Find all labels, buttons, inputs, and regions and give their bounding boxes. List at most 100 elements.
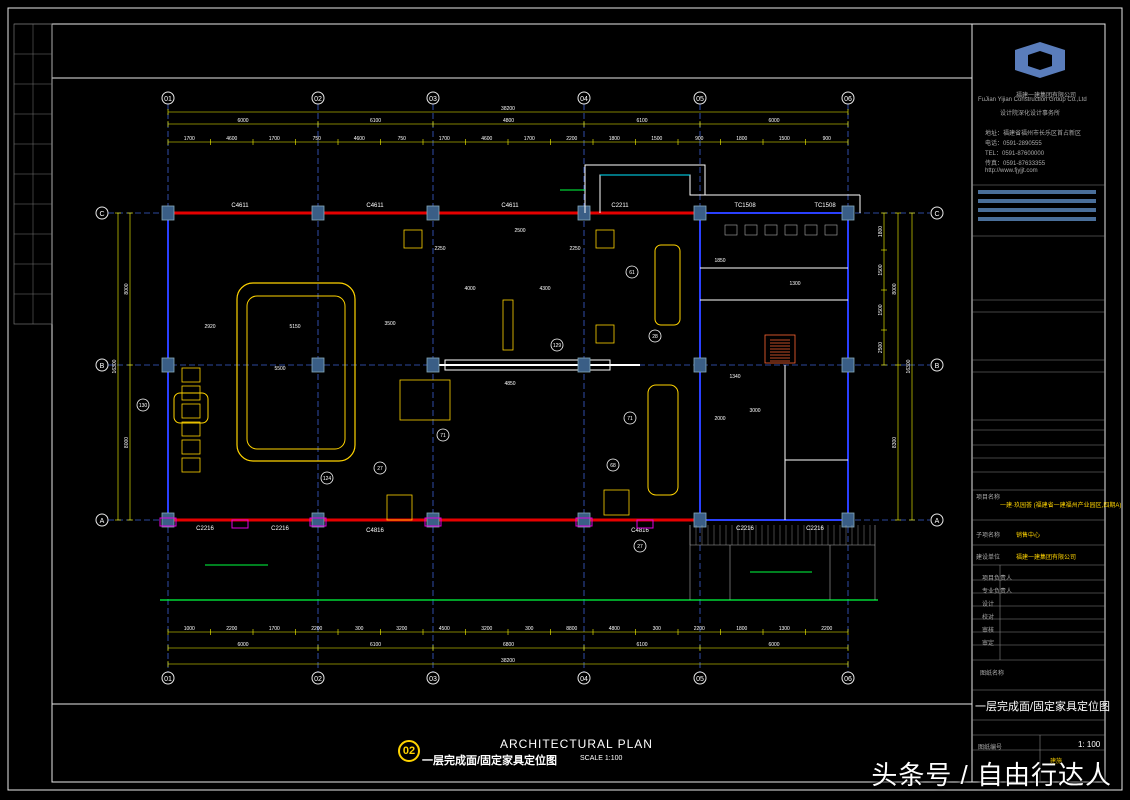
detail-tag-number: 130 bbox=[139, 403, 148, 409]
dim-right-small-label: 1800 bbox=[878, 226, 884, 237]
dim-top-secondary-label: 4600 bbox=[481, 136, 492, 142]
grid-label-bottom: 01 bbox=[164, 676, 172, 683]
display-unit bbox=[181, 439, 201, 455]
wc-fixture bbox=[824, 224, 838, 236]
grid-label-right: A bbox=[935, 518, 940, 525]
structural-column bbox=[426, 357, 440, 373]
detail-tag-circle bbox=[373, 461, 387, 475]
room-dimension: 5150 bbox=[289, 324, 300, 330]
grid-label-top: 05 bbox=[696, 96, 704, 103]
sub-project-value: 销售中心 bbox=[1016, 533, 1041, 539]
dim-left-total-label: 16300 bbox=[112, 359, 118, 373]
dim-top-secondary-label: 4600 bbox=[226, 136, 237, 142]
stair-outline bbox=[764, 334, 796, 364]
outer-frame bbox=[7, 7, 1123, 791]
detail-tag-circle bbox=[136, 398, 150, 412]
drawing-scale: SCALE 1:100 bbox=[580, 755, 623, 762]
sofa-east bbox=[654, 244, 681, 326]
large-table-inner bbox=[246, 295, 346, 450]
client-value: 福建一建集团有限公司 bbox=[1016, 555, 1077, 561]
structural-column bbox=[693, 357, 707, 373]
dim-bottom-secondary-label: 2200 bbox=[694, 626, 705, 632]
tb-row-2: 专业负责人 bbox=[982, 589, 1013, 595]
dim-bottom-primary-label: 6100 bbox=[370, 642, 381, 648]
grid-bubble-right bbox=[930, 358, 944, 372]
display-unit bbox=[181, 367, 201, 383]
grid-bubble-bottom bbox=[426, 671, 440, 685]
dim-bottom-secondary-label: 1700 bbox=[269, 626, 280, 632]
opening-label-bottom: C2216 bbox=[736, 526, 754, 532]
interior-beam bbox=[444, 359, 611, 371]
wc-fixture bbox=[724, 224, 738, 236]
opening-label-bottom: C4816 bbox=[631, 528, 649, 534]
tb-row-6: 审定 bbox=[982, 641, 995, 647]
dim-bottom-secondary-label: 4500 bbox=[439, 626, 450, 632]
contact-line-2: 电话：0591-2890555 bbox=[985, 141, 1042, 147]
detail-tag-number: 28 bbox=[652, 334, 658, 340]
dim-top-secondary-label: 900 bbox=[695, 136, 704, 142]
dim-top-primary-label: 6000 bbox=[237, 118, 248, 124]
dim-top-primary-label: 4800 bbox=[503, 118, 514, 124]
structural-column bbox=[577, 205, 591, 221]
project-label: 项目名称 bbox=[976, 495, 1001, 501]
dim-top-secondary-label: 750 bbox=[313, 136, 322, 142]
display-focus bbox=[173, 392, 209, 424]
structural-column bbox=[426, 512, 440, 528]
contact-line-5: http://www.fjyjjt.com bbox=[985, 168, 1038, 174]
dim-left-parts-label: 8000 bbox=[124, 437, 130, 448]
grid-bubble-top bbox=[311, 91, 325, 105]
room-dimension: 3500 bbox=[384, 321, 395, 327]
title-block-scale: 1: 100 bbox=[1078, 740, 1101, 749]
sofa-long bbox=[647, 384, 679, 496]
sheet-label: 图纸编号 bbox=[978, 745, 1003, 751]
display-stand bbox=[502, 299, 514, 351]
detail-tag-circle bbox=[606, 458, 620, 472]
dim-top-primary-label: 6100 bbox=[370, 118, 381, 124]
window-marker bbox=[575, 517, 593, 527]
dim-bottom-secondary-label: 2200 bbox=[311, 626, 322, 632]
detail-tag-number: 27 bbox=[637, 544, 643, 550]
design-dept: 设计院深化设计事务所 bbox=[1000, 111, 1061, 117]
client-label: 建设单位 bbox=[976, 555, 1001, 561]
dim-top-secondary-label: 750 bbox=[398, 136, 407, 142]
structural-column bbox=[311, 357, 325, 373]
sub-project-label: 子项名称 bbox=[976, 533, 1001, 539]
dim-right-total-label: 16300 bbox=[906, 359, 912, 373]
grid-bubble-bottom bbox=[311, 671, 325, 685]
title-block-bar bbox=[978, 199, 1096, 203]
grid-label-left: B bbox=[100, 363, 105, 370]
dim-bottom-primary-label: 6000 bbox=[237, 642, 248, 648]
display-unit bbox=[181, 403, 201, 419]
dim-top-secondary-label: 1800 bbox=[609, 136, 620, 142]
window-marker bbox=[636, 519, 654, 529]
room-dimension: 1850 bbox=[714, 258, 725, 264]
grid-label-top: 02 bbox=[314, 96, 322, 103]
dim-top-secondary-label: 4600 bbox=[354, 136, 365, 142]
room-dimension: 2000 bbox=[714, 416, 725, 422]
opening-label-top: TC1508 bbox=[734, 203, 756, 209]
room-dimension: 4300 bbox=[539, 286, 550, 292]
room-dimension: 2250 bbox=[569, 246, 580, 252]
dim-bottom-primary-label: 6800 bbox=[503, 642, 514, 648]
grid-bubble-top bbox=[693, 91, 707, 105]
detail-tag-number: 124 bbox=[323, 476, 332, 482]
tb-row-5: 审核 bbox=[982, 628, 995, 634]
dim-top-secondary-label: 1700 bbox=[439, 136, 450, 142]
dim-bottom-secondary-label: 3200 bbox=[396, 626, 407, 632]
room-dimension: 2250 bbox=[434, 246, 445, 252]
grid-label-top: 06 bbox=[844, 96, 852, 103]
wc-fixture bbox=[784, 224, 798, 236]
dim-right-parts-label: 8300 bbox=[892, 437, 898, 448]
sheet-number-circle: 02 bbox=[398, 740, 420, 762]
dim-bottom-secondary-label: 1000 bbox=[184, 626, 195, 632]
contact-line-1: 地址：福建省福州市长乐区首占新区 bbox=[985, 131, 1082, 137]
opening-label-bottom: C2216 bbox=[271, 526, 289, 532]
tb-row-4: 校对 bbox=[982, 615, 995, 621]
wc-fixture bbox=[804, 224, 818, 236]
chair bbox=[403, 229, 423, 249]
dim-top-secondary-label: 1800 bbox=[736, 136, 747, 142]
structural-column bbox=[841, 512, 855, 528]
dim-bottom-primary-label: 6100 bbox=[636, 642, 647, 648]
detail-tag-number: 71 bbox=[627, 416, 633, 422]
dim-right-small-label: 1500 bbox=[878, 264, 884, 275]
